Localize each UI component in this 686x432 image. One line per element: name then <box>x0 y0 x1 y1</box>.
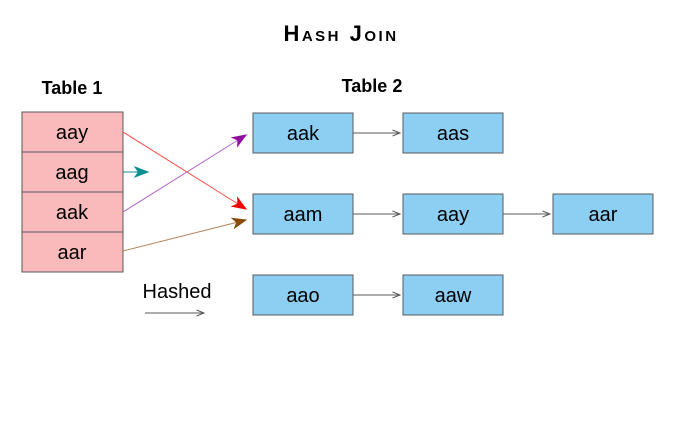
table2-chain-2: aam aay aar <box>252 193 654 235</box>
hashed-legend: Hashed <box>143 281 212 317</box>
hash-arrow-aak-to-aak <box>122 135 246 213</box>
table2-chain-3: aao aaw <box>252 274 504 316</box>
table2-box <box>552 193 654 235</box>
hash-mapping-arrows <box>122 131 246 252</box>
table2-box <box>402 274 504 316</box>
table2-box <box>402 112 504 154</box>
table1: aay aag aak aar <box>21 111 124 273</box>
table2-box-label: aak <box>287 123 320 145</box>
table1-header: Table 1 <box>42 78 103 98</box>
hash-arrow-aay-to-aam <box>122 131 246 209</box>
table1-cell-label: aay <box>56 122 88 144</box>
table1-cell <box>21 151 124 193</box>
diagram-title: Hash Join <box>283 21 398 46</box>
table2-box-label: aar <box>589 204 618 226</box>
table2-header: Table 2 <box>342 76 403 96</box>
hashed-label: Hashed <box>143 281 212 303</box>
table2-box <box>252 112 354 154</box>
table2-box-label: aao <box>286 285 319 307</box>
table1-cell-label: aak <box>56 202 89 224</box>
table2-box-label: aam <box>284 204 323 226</box>
table2-box-label: aas <box>437 123 469 145</box>
table2-box-label: aay <box>437 204 469 226</box>
table2-box <box>252 274 354 316</box>
hash-arrow-aar-to-aam <box>122 220 246 252</box>
table2-chain-1: aak aas <box>252 112 504 154</box>
table1-cell-label: aar <box>58 242 87 264</box>
table2-box-label: aaw <box>435 285 472 307</box>
table2-box <box>402 193 504 235</box>
table1-cell-label: aag <box>55 162 88 184</box>
table1-cell <box>21 191 124 233</box>
table1-cell <box>21 231 124 273</box>
table1-cell <box>21 111 124 153</box>
